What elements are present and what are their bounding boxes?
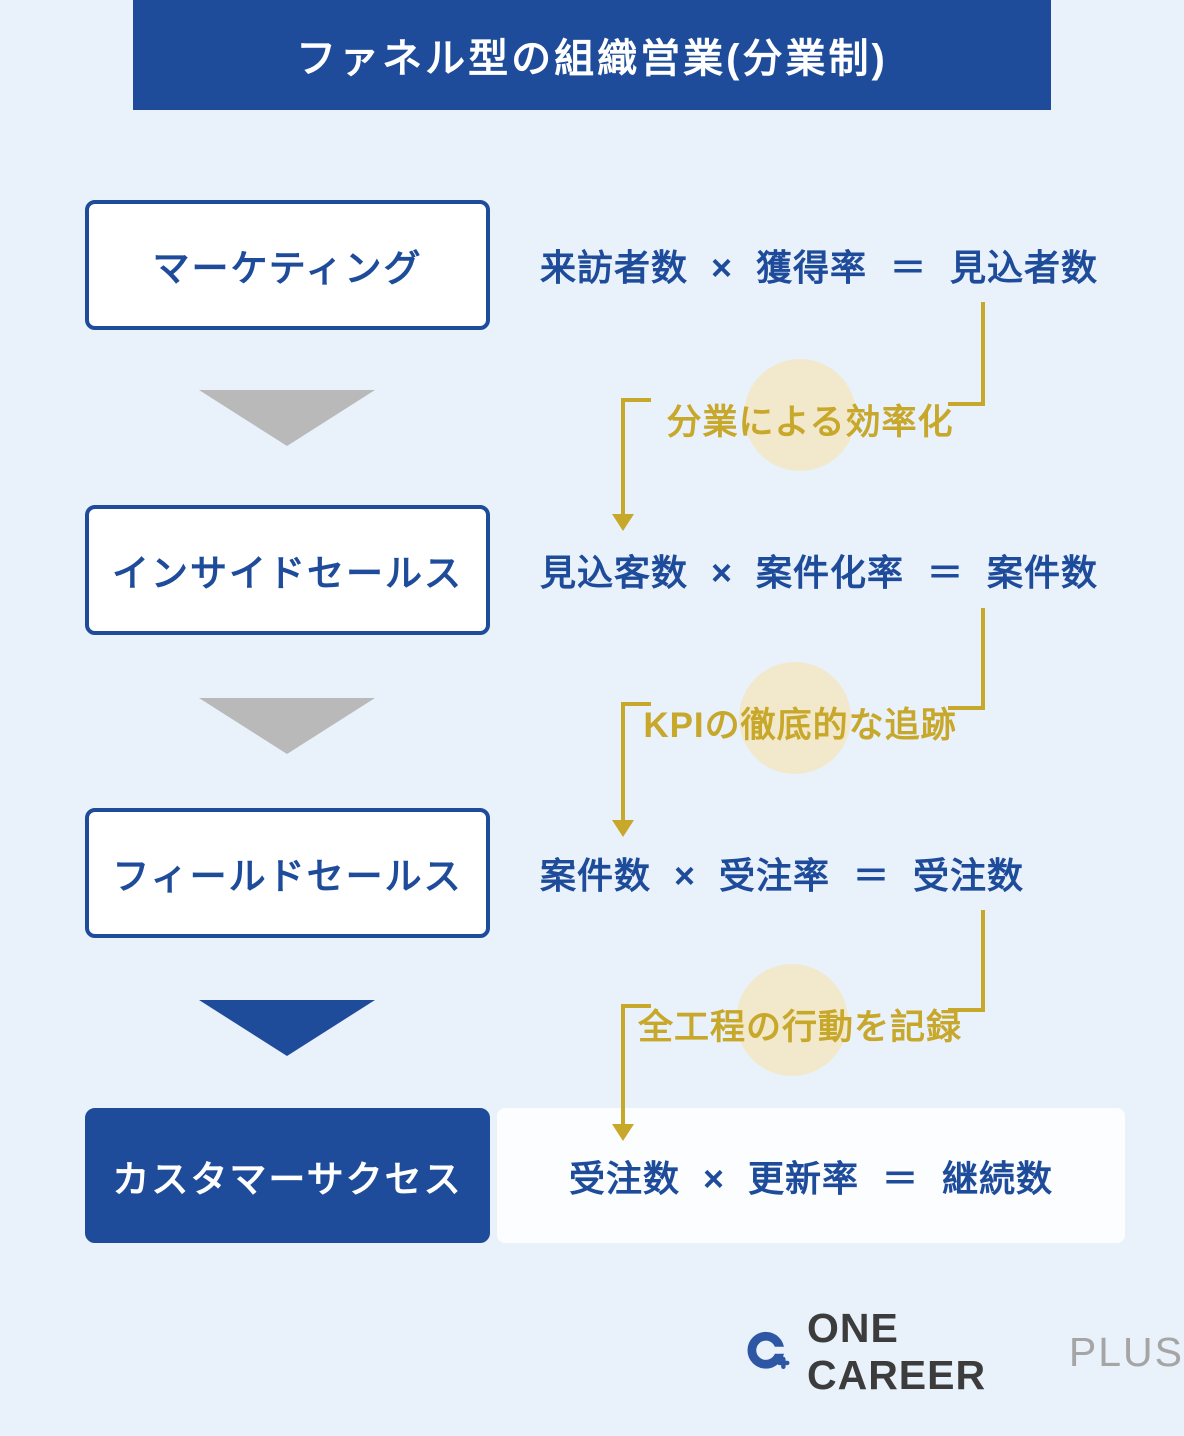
arrow-down-icon-3 <box>612 1124 634 1141</box>
highlight-circle-3 <box>736 964 848 1076</box>
connector-line-right-1 <box>981 302 985 406</box>
header-bar: ファネル型の組織営業(分業制) <box>133 0 1051 110</box>
connector-line-left-3-horizontal <box>621 1004 651 1008</box>
customer-success-formula-card <box>497 1108 1125 1243</box>
formula-marketing: 来訪者数 × 獲得率 ＝ 見込者数 <box>540 247 1099 288</box>
stage-label-field-sales: フィールドセールス <box>112 856 463 897</box>
connector-line-right-2 <box>981 608 985 710</box>
connector-line-left-1-horizontal <box>621 398 651 402</box>
connector-line-right-3 <box>981 910 985 1012</box>
connector-line-right-2-horizontal <box>948 706 984 710</box>
arrow-down-icon-1 <box>612 514 634 531</box>
stage-label-inside-sales: インサイドセールス <box>112 553 463 594</box>
connector-line-left-2 <box>621 702 625 822</box>
stage-box-marketing: マーケティング <box>85 200 490 330</box>
one-career-plus-logo: ONE CAREER PLUS <box>744 1305 1184 1398</box>
page-title: ファネル型の組織営業(分業制) <box>296 37 888 81</box>
one-career-logo-icon <box>747 1331 790 1370</box>
formula-customer-success: 受注数 × 更新率 ＝ 継続数 <box>568 1157 1054 1199</box>
annotation-record-all-actions: 全工程の行動を記録 <box>637 1008 962 1047</box>
connector-line-left-3 <box>621 1004 625 1126</box>
highlight-circle-1 <box>744 359 856 471</box>
connector-line-right-3-horizontal <box>948 1008 984 1012</box>
formula-inside-sales: 見込客数 × 案件化率 ＝ 案件数 <box>540 552 1099 593</box>
stage-box-field-sales: フィールドセールス <box>85 808 490 938</box>
arrow-down-icon-2 <box>612 820 634 837</box>
formula-field-sales: 案件数 × 受注率 ＝ 受注数 <box>540 855 1025 896</box>
annotation-kpi-tracking: KPIの徹底的な追跡 <box>643 706 957 745</box>
logo-brand-text: ONE CAREER <box>806 1305 987 1398</box>
connector-line-right-1-horizontal <box>948 402 984 406</box>
connector-line-left-1 <box>621 398 625 516</box>
stage-label-customer-success: カスタマーサクセス <box>112 1158 463 1200</box>
connector-line-left-2-horizontal <box>621 702 651 706</box>
stage-label-marketing: マーケティング <box>152 248 423 289</box>
highlight-circle-2 <box>739 662 851 774</box>
stage-box-inside-sales: インサイドセールス <box>85 505 490 635</box>
triangle-down-icon-2 <box>199 698 375 754</box>
logo-suffix-text: PLUS <box>1068 1328 1184 1375</box>
annotation-division-of-labor: 分業による効率化 <box>666 403 954 442</box>
stage-box-customer-success: カスタマーサクセス <box>85 1108 490 1243</box>
triangle-down-icon-1 <box>199 390 375 446</box>
triangle-down-icon-3 <box>199 1000 375 1056</box>
